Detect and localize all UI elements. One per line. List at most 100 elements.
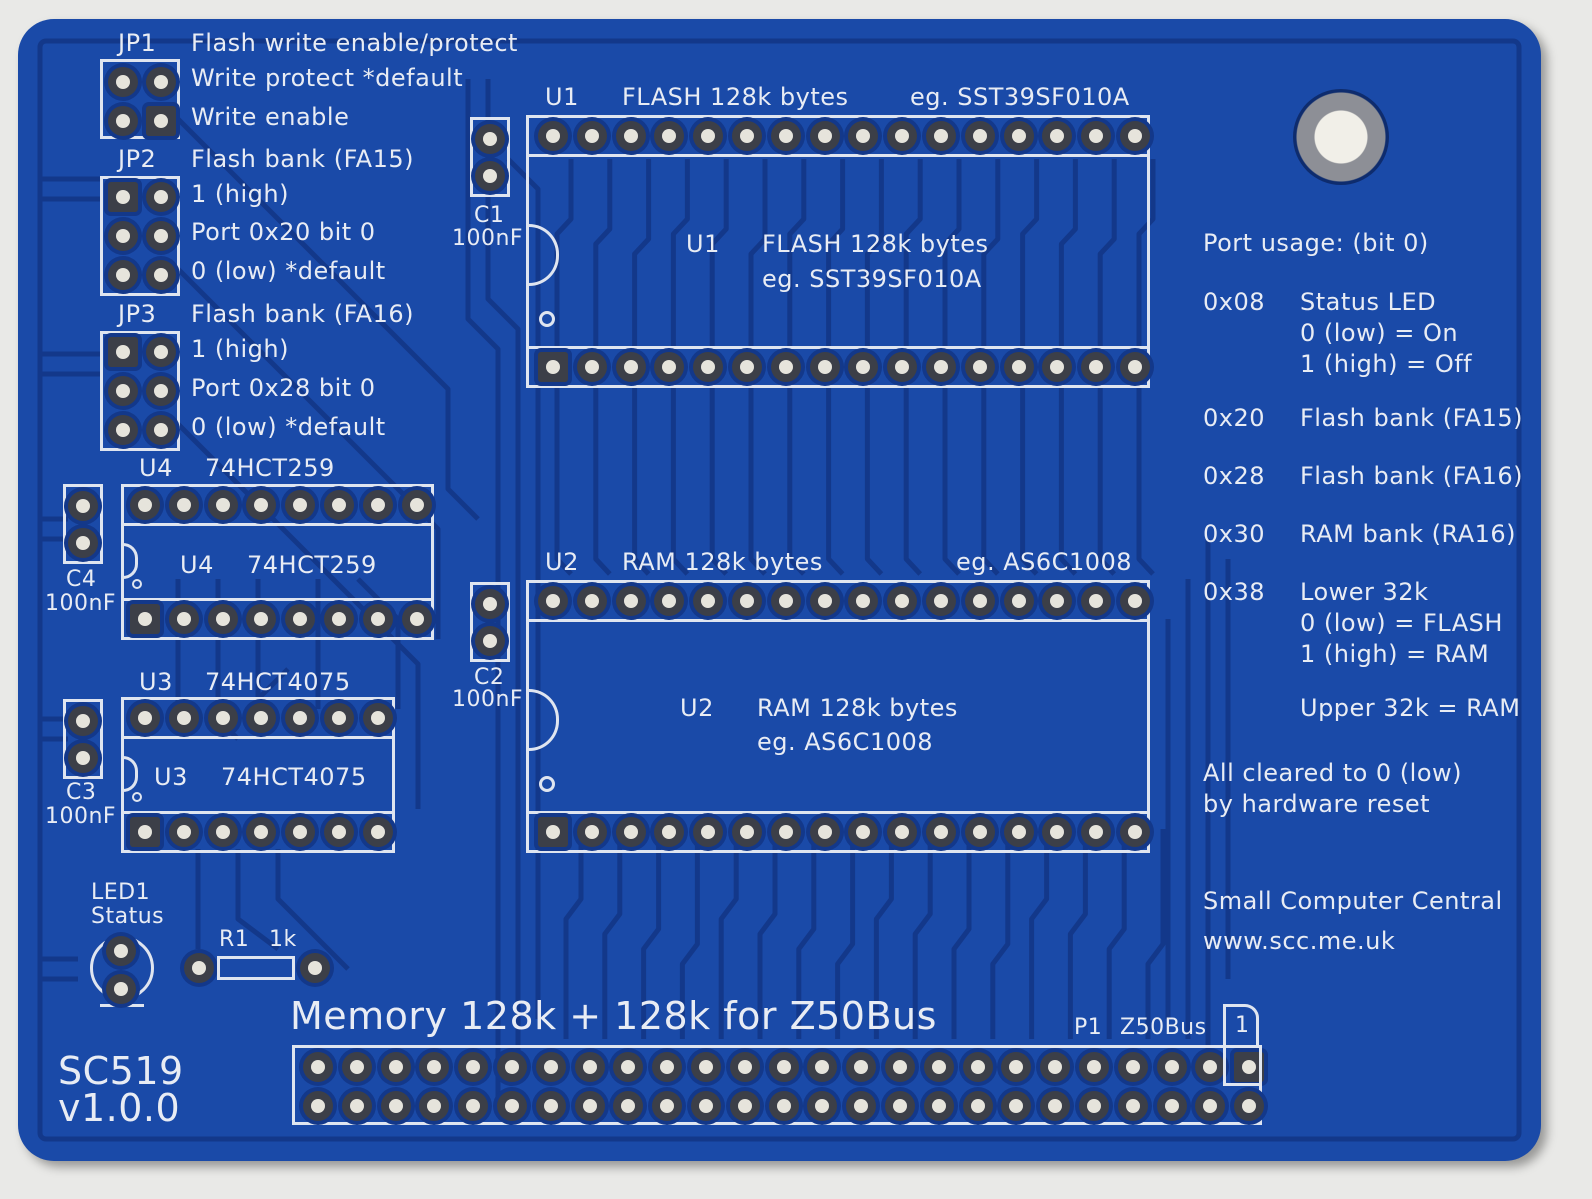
pin-pad (538, 352, 568, 382)
pin-pad (458, 1091, 489, 1121)
u1-part-top: eg. SST39SF010A (910, 83, 1130, 111)
p1-pin1-box (1223, 1045, 1262, 1086)
board-version: v1.0.0 (58, 1086, 181, 1130)
pin-pad (1120, 586, 1150, 616)
pin-pad (768, 1091, 799, 1121)
bus-trace (864, 159, 884, 576)
pin-pad (1003, 352, 1034, 382)
pin-pad (246, 703, 277, 733)
pin-pad (770, 817, 801, 847)
jp3-header[interactable] (100, 331, 180, 451)
pin-pad (887, 817, 918, 847)
pin-pad (207, 817, 238, 847)
u1-desc: FLASH 128k bytes (762, 230, 989, 258)
pin-pad (1042, 121, 1073, 151)
jp1-option-protect: Write protect *default (191, 64, 464, 92)
pin-pad (1081, 817, 1112, 847)
upper-32k-note: Upper 32k = RAM (1300, 694, 1521, 722)
pin-pad (576, 817, 607, 847)
pin-pad (168, 490, 199, 520)
pad (108, 337, 138, 367)
bus-trace (1106, 829, 1127, 1039)
board-name: SC519 (58, 1049, 184, 1093)
pin-pad (168, 817, 199, 847)
bus-trace (1067, 829, 1088, 1039)
p1-ref: P1 (1074, 1015, 1103, 1040)
c3-footprint (63, 699, 103, 779)
led1-ref: LED1 (91, 880, 151, 905)
pad (146, 260, 176, 290)
jp3-option-port: Port 0x28 bit 0 (191, 374, 376, 402)
u1-notch (526, 224, 559, 286)
pin-pad (846, 1091, 877, 1121)
pin-pad (732, 352, 762, 382)
pin-pad (207, 703, 238, 733)
pad (68, 706, 98, 736)
pin-pad (770, 586, 801, 616)
pin-pad (497, 1091, 527, 1121)
pin-pad (1003, 817, 1034, 847)
pin-pad (538, 121, 568, 151)
pin-pad (693, 586, 724, 616)
pin-pad (729, 1091, 760, 1121)
p1-pin1-tab (1223, 1004, 1259, 1049)
port-0x20: 0x20 (1203, 404, 1266, 432)
pin-pad (654, 352, 685, 382)
bus-trace (1145, 829, 1166, 1039)
u1-pin1-marker (539, 311, 555, 327)
p1-pin1-label: 1 (1235, 1013, 1250, 1038)
u2-desc: RAM 128k bytes (757, 694, 958, 722)
pin-pad (964, 352, 995, 382)
pin-pad (362, 817, 393, 847)
pin-pad (964, 817, 995, 847)
u4-latch-chip (121, 484, 434, 640)
bus-trace (1136, 159, 1156, 576)
pin-pad (964, 121, 995, 151)
pad (146, 182, 176, 212)
pin-pad (926, 121, 956, 151)
pin-pad (303, 1091, 333, 1121)
c1-value: 100nF (452, 226, 524, 251)
bus-trace (748, 159, 768, 576)
pad (146, 337, 176, 367)
jp2-header[interactable] (100, 176, 180, 296)
pad (475, 161, 505, 191)
pin-pad (770, 352, 801, 382)
pin-pad (887, 352, 918, 382)
jp2-ref: JP2 (118, 145, 157, 173)
pin-pad (691, 1052, 721, 1082)
pin-pad (848, 121, 879, 151)
pin-pad (285, 703, 316, 733)
pad (475, 124, 505, 154)
pin-pad (1001, 1052, 1032, 1082)
pin-pad (362, 604, 393, 634)
jp1-header[interactable] (100, 59, 180, 139)
bus-trace (679, 829, 700, 1039)
pad (108, 260, 138, 290)
pin-pad (168, 604, 199, 634)
maker-website[interactable]: www.scc.me.uk (1203, 927, 1396, 955)
pin-pad (768, 1052, 799, 1082)
pin-pad (538, 817, 568, 847)
r1-pad (300, 953, 330, 983)
u1-desc-top: FLASH 128k bytes (622, 83, 849, 111)
port-0x38-line: 0 (low) = FLASH (1300, 609, 1503, 637)
pin-pad (809, 121, 840, 151)
pad (146, 221, 176, 251)
led1-label: Status (91, 904, 165, 929)
pin-pad (1234, 1052, 1265, 1082)
bus-trace (1020, 159, 1040, 576)
pin-pad (1042, 586, 1073, 616)
pin-pad (535, 1052, 566, 1082)
pin-pad (246, 604, 277, 634)
pin-pad (732, 121, 762, 151)
pin-pad (341, 1052, 372, 1082)
pin-pad (1003, 586, 1034, 616)
p1-z50bus-header[interactable] (292, 1045, 1265, 1125)
u1-ref-top: U1 (545, 83, 579, 111)
pin-pad (362, 490, 393, 520)
pin-pad (1117, 1052, 1148, 1082)
pad (146, 67, 176, 97)
bus-trace (709, 159, 729, 576)
pad (475, 589, 505, 619)
